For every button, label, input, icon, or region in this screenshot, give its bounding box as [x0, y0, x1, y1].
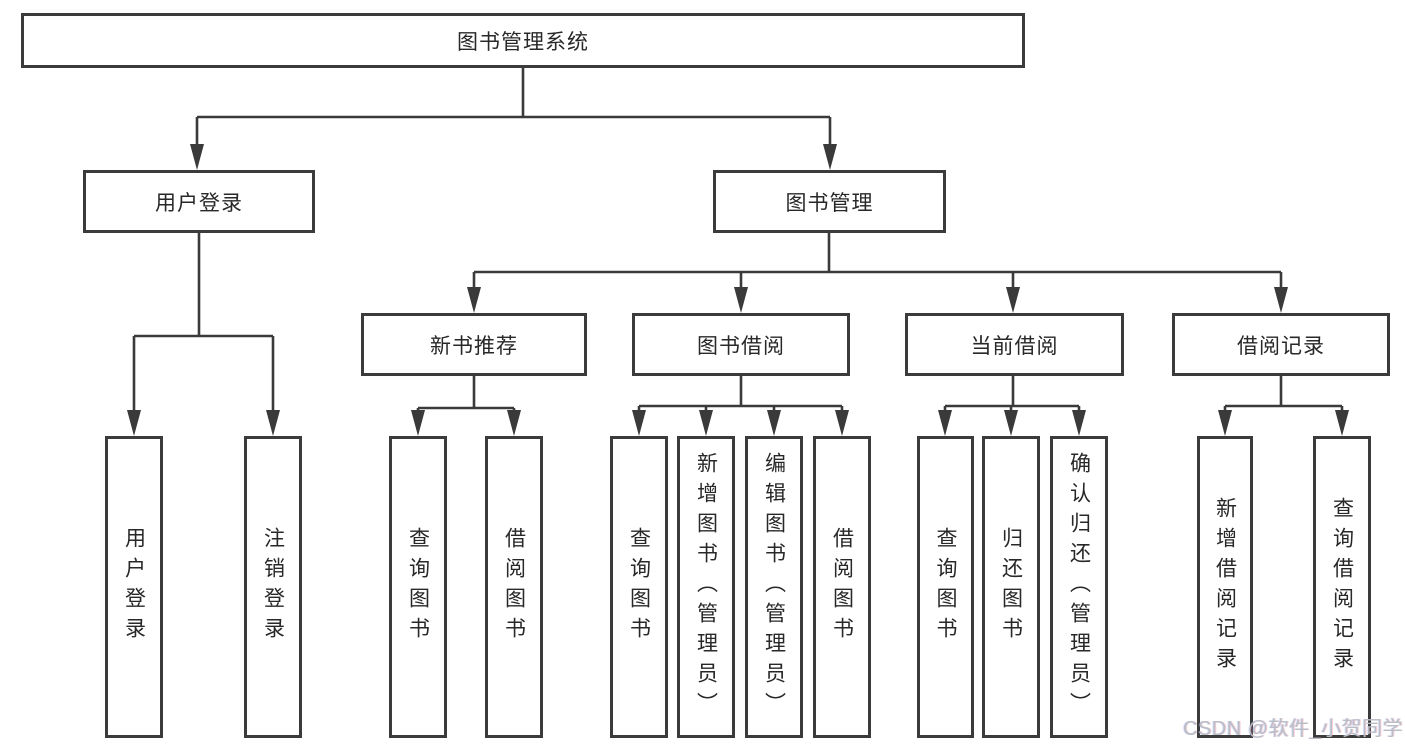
- node-borrow-records-label: 借阅记录: [1237, 334, 1325, 358]
- node-book-borrow-label: 图书借阅: [697, 334, 785, 358]
- leaf-confirm-return-admin-label: 确认归还（管理员）: [1067, 452, 1091, 722]
- leaf-query-books-recommend-label: 查询图书: [406, 527, 430, 647]
- node-borrow-records: 借阅记录: [1172, 313, 1390, 376]
- leaf-query-books-recommend: 查询图书: [389, 436, 447, 738]
- node-book-management: 图书管理: [713, 170, 946, 233]
- arrowheads: [127, 144, 1349, 436]
- leaf-logout-label: 注销登录: [261, 527, 285, 647]
- leaf-edit-books-admin: 编辑图书（管理员）: [745, 436, 803, 738]
- leaf-query-books-current: 查询图书: [917, 436, 974, 738]
- node-new-book-recommend-label: 新书推荐: [430, 334, 518, 358]
- leaf-borrow-books-recommend-label: 借阅图书: [502, 527, 526, 647]
- node-book-borrow: 图书借阅: [632, 313, 850, 376]
- leaf-return-books-label: 归还图书: [999, 527, 1023, 647]
- leaf-borrow-books-recommend: 借阅图书: [485, 436, 543, 738]
- connector-lines: [132, 68, 1344, 414]
- leaf-query-books-current-label: 查询图书: [934, 527, 957, 647]
- leaf-borrow-books-label: 借阅图书: [830, 527, 854, 647]
- leaf-edit-books-admin-label: 编辑图书（管理员）: [762, 452, 786, 722]
- leaf-user-login: 用户登录: [105, 436, 163, 738]
- node-root-system: 图书管理系统: [21, 13, 1025, 68]
- leaf-logout: 注销登录: [244, 436, 302, 738]
- watermark: CSDN @软件_小贺同学: [1183, 718, 1404, 740]
- leaf-borrow-books: 借阅图书: [813, 436, 871, 738]
- leaf-query-books-borrow-label: 查询图书: [627, 527, 651, 647]
- leaf-add-borrow-record-label: 新增借阅记录: [1213, 497, 1237, 677]
- node-book-management-label: 图书管理: [785, 191, 874, 215]
- node-current-borrow: 当前借阅: [905, 313, 1124, 376]
- leaf-user-login-label: 用户登录: [122, 527, 146, 647]
- node-user-login-label: 用户登录: [155, 191, 243, 215]
- node-current-borrow-label: 当前借阅: [970, 334, 1059, 358]
- node-new-book-recommend: 新书推荐: [361, 313, 587, 376]
- leaf-add-books-admin-label: 新增图书（管理员）: [694, 452, 718, 722]
- leaf-confirm-return-admin: 确认归还（管理员）: [1050, 436, 1108, 738]
- leaf-query-borrow-record-label: 查询借阅记录: [1330, 497, 1354, 677]
- leaf-add-books-admin: 新增图书（管理员）: [677, 436, 735, 738]
- leaf-query-borrow-record: 查询借阅记录: [1313, 436, 1371, 738]
- leaf-add-borrow-record: 新增借阅记录: [1197, 436, 1253, 738]
- leaf-return-books: 归还图书: [982, 436, 1040, 738]
- node-user-login: 用户登录: [83, 170, 315, 233]
- leaf-query-books-borrow: 查询图书: [610, 436, 668, 738]
- node-root-label: 图书管理系统: [457, 30, 589, 54]
